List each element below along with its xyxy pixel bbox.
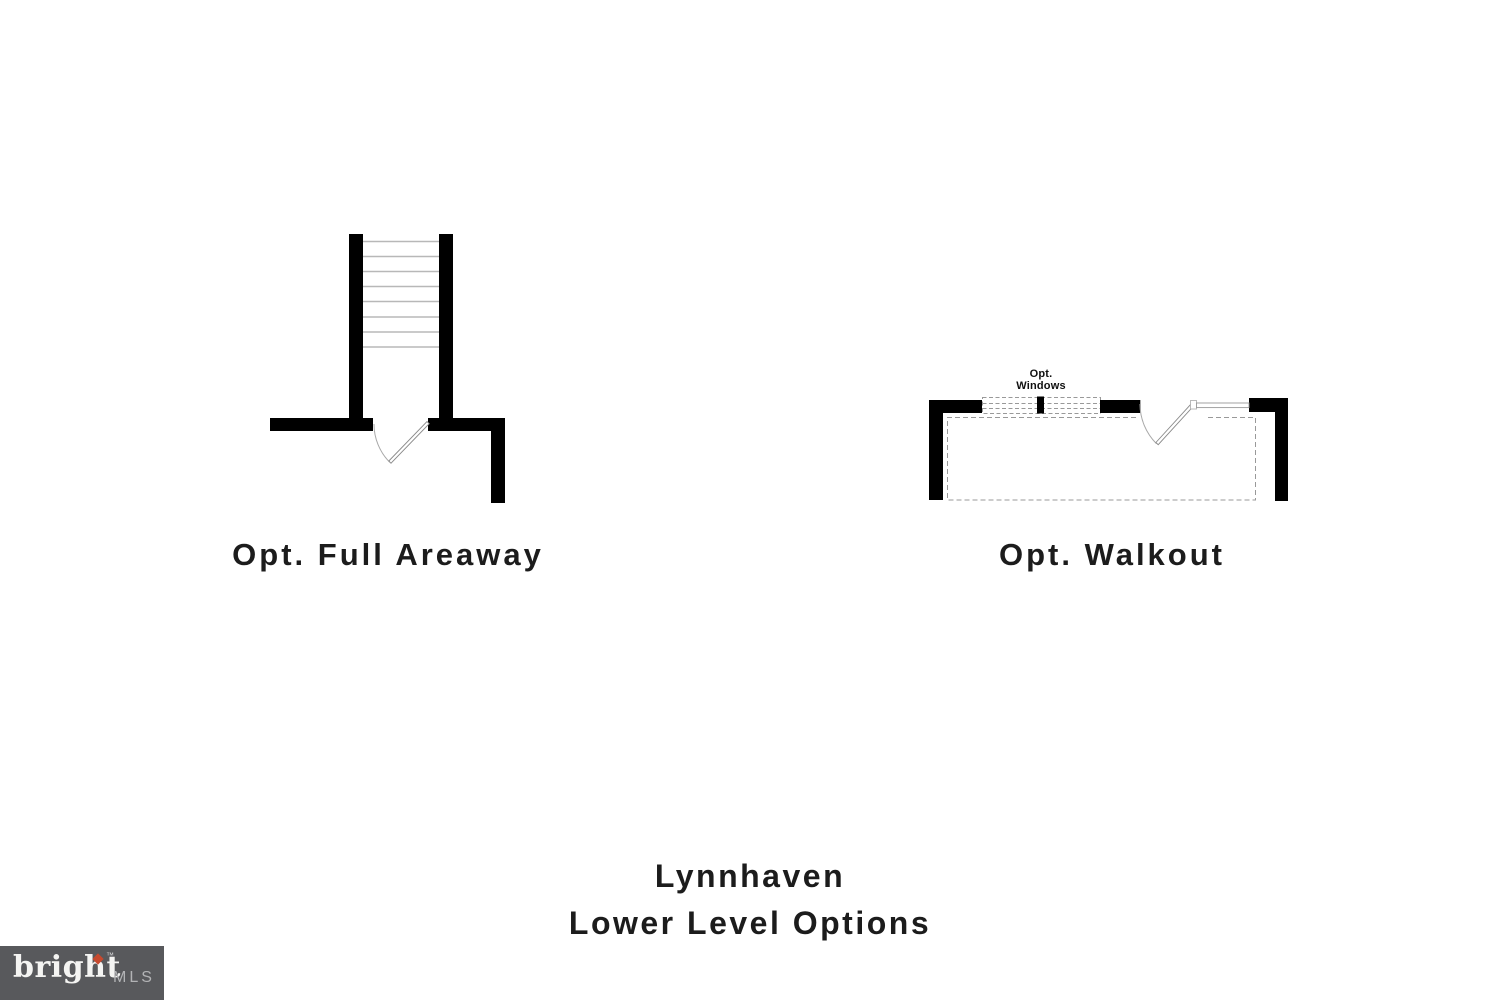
walkout-wall-right <box>1275 398 1288 501</box>
areaway-plan-drawing <box>270 234 505 503</box>
logo-mls-text: MLS <box>113 969 155 986</box>
door-hinge-block <box>1190 400 1197 410</box>
plan-name: Lynnhaven <box>654 858 846 894</box>
stair-treads <box>363 240 439 348</box>
walkout-plan-drawing <box>929 396 1288 501</box>
areaway-walls <box>270 234 505 503</box>
walkout-wall-left <box>929 400 943 500</box>
opt-windows-line1: Opt. <box>1029 368 1053 380</box>
door-fixed-panel <box>1196 402 1250 409</box>
stair-wall-left <box>349 234 363 431</box>
areaway-door-leaf <box>388 420 430 464</box>
areaway-wall-corner <box>491 418 505 503</box>
opt-windows-line2: Windows <box>1016 379 1066 392</box>
walkout-walls <box>929 396 1288 501</box>
areaway-wall-left <box>270 418 373 431</box>
plan-subtitle: Lower Level Options <box>568 905 932 941</box>
areaway-label: Opt. Full Areaway <box>232 537 544 572</box>
areaway-door-arc <box>373 423 391 463</box>
walkout-label: Opt. Walkout <box>999 537 1225 572</box>
opt-windows-annotation: Opt. Windows <box>991 368 1091 392</box>
plan-title: Lynnhaven Lower Level Options <box>450 853 1050 947</box>
walkout-door-arc <box>1139 403 1157 444</box>
areaway-wall-right <box>428 418 505 431</box>
trademark-symbol: ™ <box>106 951 114 960</box>
brightmls-logo: bright ™ MLS <box>0 946 164 1000</box>
logo-brand-text: bright <box>13 950 121 985</box>
walkout-door-leaf <box>1155 402 1195 446</box>
interior-dashed-outline <box>947 417 1256 501</box>
stair-wall-right <box>439 234 453 431</box>
window-mullion <box>1037 396 1044 414</box>
walkout-wall-mid <box>1100 400 1140 413</box>
